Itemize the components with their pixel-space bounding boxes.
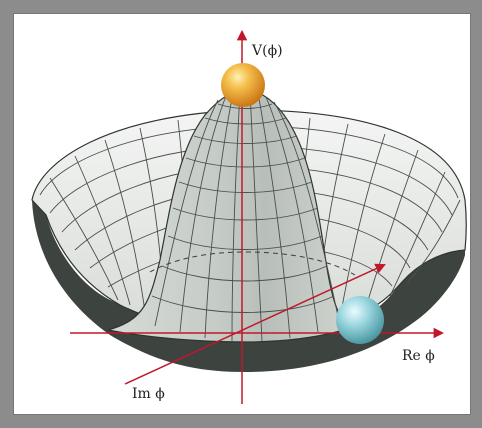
central-hump	[107, 89, 352, 343]
ball-unstable-top	[221, 63, 265, 107]
real-axis-label: Re ϕ	[402, 348, 435, 364]
potential-label: V(ϕ)	[251, 43, 283, 59]
valley-dashed-ellipse	[149, 251, 356, 276]
ball-stable-minimum	[336, 296, 384, 344]
imaginary-axis-label: Im ϕ	[132, 386, 165, 402]
hump-grid-meridians	[154, 90, 341, 342]
imaginary-axis	[124, 263, 386, 385]
